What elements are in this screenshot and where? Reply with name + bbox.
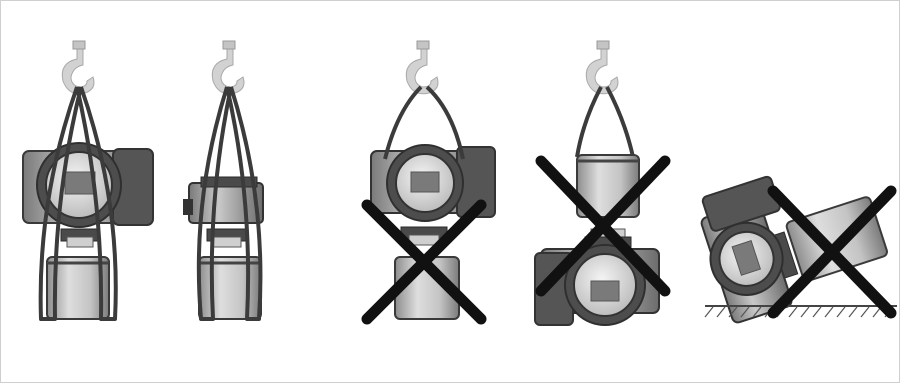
panel-1-correct-lift <box>23 41 153 319</box>
flowmeter-transmitter-icon <box>183 177 263 319</box>
panel-4-incorrect-lift <box>535 41 665 325</box>
lifting-sling-icon <box>577 87 633 157</box>
crane-hook-icon <box>406 41 438 94</box>
panel-5-incorrect-lift <box>690 148 897 325</box>
crane-hook-icon <box>62 41 94 94</box>
panel-3-incorrect-lift <box>367 41 495 319</box>
crane-hook-icon <box>586 41 618 94</box>
crane-hook-icon <box>212 41 244 94</box>
panel-2-correct-lift <box>183 41 263 319</box>
